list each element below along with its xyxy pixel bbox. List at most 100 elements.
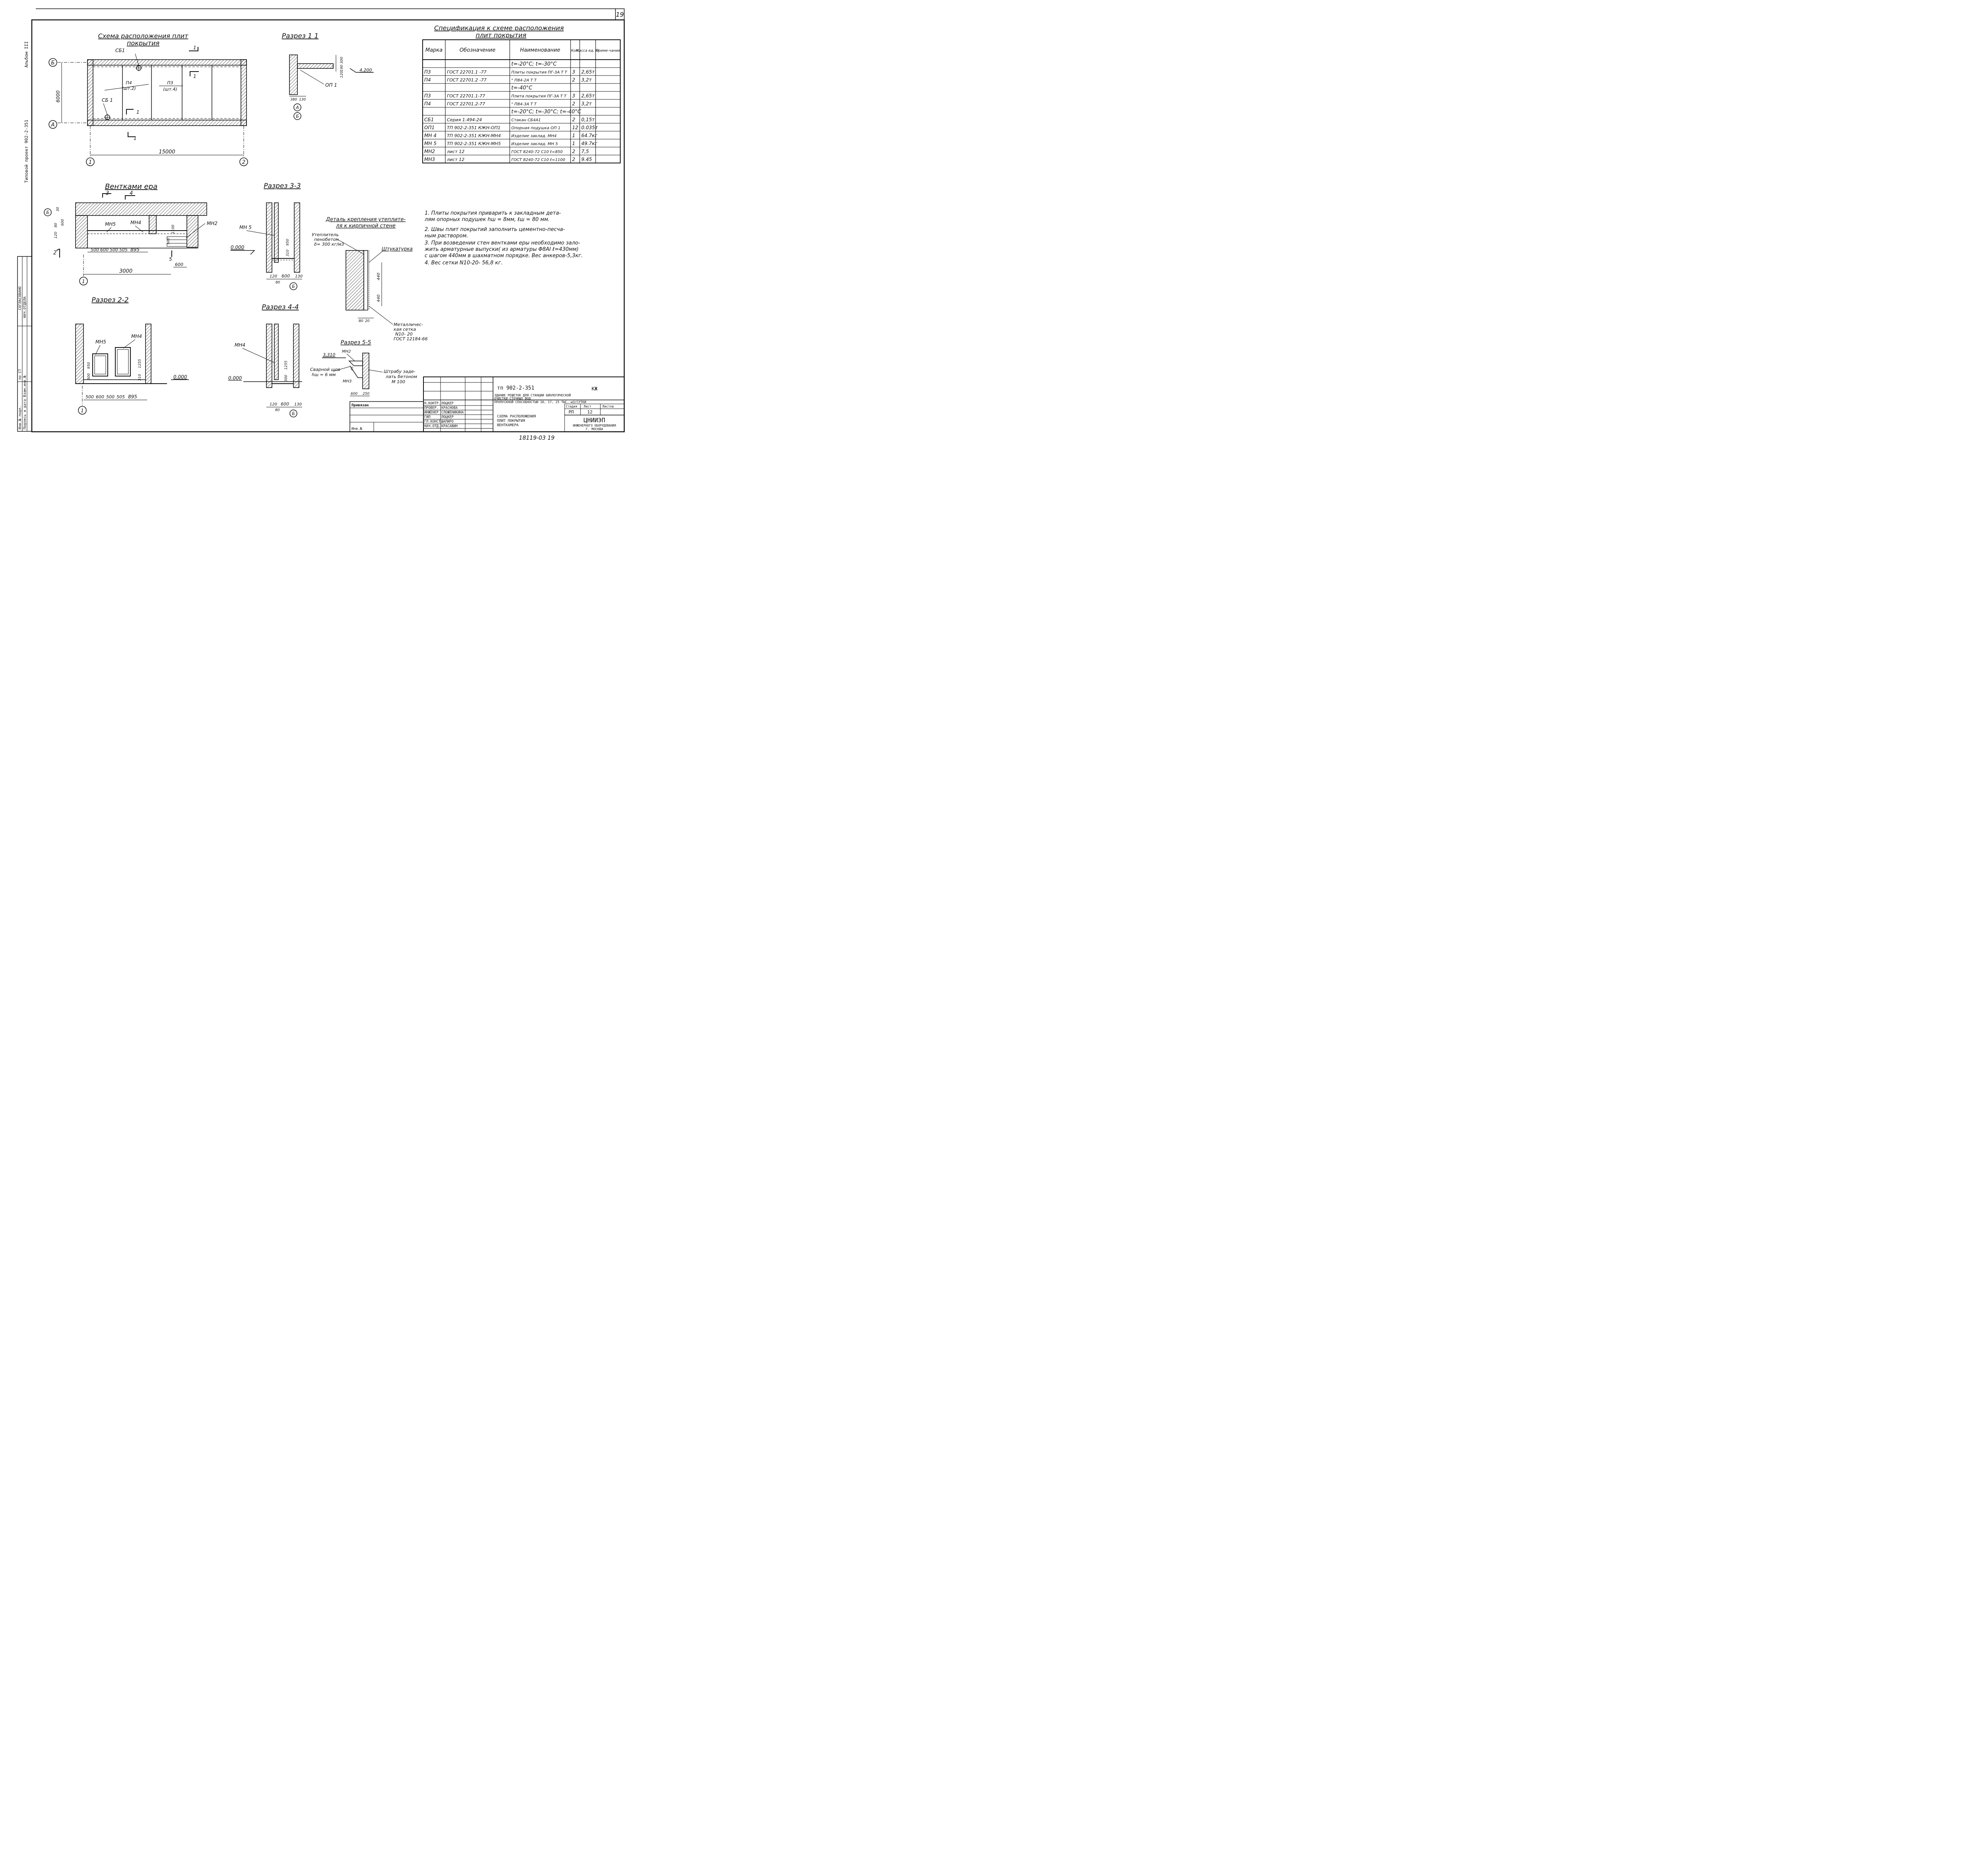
spec-cell-2-1: ГОСТ 22701.2 -77	[447, 78, 487, 83]
vk-dim-30: 30	[56, 207, 60, 212]
left-stamp	[17, 256, 32, 432]
s11-dim-300: 300	[340, 57, 344, 64]
tb-sheets-h: Листов	[602, 405, 614, 408]
s44-mn4: МН4	[235, 342, 245, 348]
left-margin: Типовой проект 902-2-351 Альбом III СОГЛ…	[17, 41, 32, 432]
s44-dim-2: 130	[294, 402, 302, 407]
s55-mn3: МН3	[343, 379, 352, 384]
s22-dimb-1: 600	[96, 394, 104, 400]
detail-insul-2: пенобетон	[314, 237, 339, 242]
plan-axis-b: Б	[51, 60, 55, 66]
detail-plaster: Штукатурка	[382, 246, 413, 252]
vk-dimb-2: 500	[110, 247, 118, 252]
s44-axis: Б	[292, 411, 295, 416]
spec-cell-10-0: МН 5	[424, 141, 437, 146]
section-2-2: Разрез 2-2 МН5 МН4 950 1255 300 310 0.00…	[75, 296, 189, 415]
plan-title-2: покрытия	[127, 39, 159, 47]
vk-cut-3: 3	[106, 190, 109, 196]
note-line-2: 2. Швы плит покрытий заполнить цементно-…	[425, 227, 565, 233]
spec-cell-4-4: 2,65т	[581, 93, 595, 99]
spec-cell-10-4: 49.7кг	[581, 141, 598, 146]
tb-stage-h: Стадия	[566, 405, 577, 408]
plan-cut-1-bottom: 1	[136, 109, 140, 115]
vk-axis-1: 1	[82, 279, 85, 284]
s44-dim-0: 120	[270, 402, 277, 407]
section-33-title: Разрез 3-3	[264, 182, 301, 190]
detail-mesh-3: N10- 20	[395, 332, 413, 337]
tb-org-2: ИНЖЕНЕРНОГО ОБОРУДОВАНИЯ	[573, 424, 616, 427]
spec-cell-4-2: Плита покрытия ПГ-3А Т Т	[511, 94, 567, 99]
section-3-3: Разрез 3-3 МН 5 950 310 0.000 120 600 13…	[231, 182, 303, 290]
detail-dim-440b: 440	[377, 295, 381, 302]
detail-mesh-4: ГОСТ 12184-66	[394, 336, 428, 342]
s44-dim-1: 600	[281, 402, 289, 407]
spec-cell-9-2: Изделие заклад. МН4	[511, 134, 557, 138]
spec-cell-9-1: ТП 902-2-351 КЖН-МН4	[447, 133, 501, 138]
tb-sheet-h: Лист	[584, 405, 591, 408]
spec-cell-11-4: 7,5	[581, 149, 589, 154]
tb-staff-name-0: ЛОЦКЕР	[441, 402, 454, 406]
spec-cell-12-1: лист 12	[447, 157, 464, 162]
spec-header-1: Обозначение	[460, 47, 495, 53]
s55-groove-3: М 100	[392, 379, 405, 384]
plan-cut-1-top: 1	[193, 45, 196, 50]
section-11-title: Разрез 1 1	[282, 32, 318, 40]
tb-project-code: тп 902-2-351	[497, 385, 534, 391]
spec-cell-7-2: Стакан СБ4А1	[511, 118, 541, 122]
spec-cell-8-0: ОП1	[424, 125, 435, 130]
margin-project-title: Типовой проект 902-2-351	[24, 120, 29, 183]
vk-dim-600b: 600	[175, 262, 183, 267]
s33-dim-80: 80	[276, 281, 280, 285]
spec-cell-7-1: Серия 1.494-24	[447, 117, 482, 122]
spec-cell-7-0: СБ1	[424, 117, 434, 122]
spec-cell-5-1: ГОСТ 22701.2-77	[447, 101, 485, 107]
vk-dimb-1: 600	[100, 247, 109, 252]
vk-dim-500v: 500	[167, 238, 171, 244]
s44-dim-80: 80	[275, 408, 280, 412]
spec-cell-2-4: 3,2т	[581, 77, 592, 83]
tb-staff-role-2: ИНЖЕНЕР	[424, 411, 439, 415]
tb-building-3: ПРОПУСКНОЙ СПОСОБНОСТЬЮ 10, 17, 25 ТЫС. …	[494, 400, 586, 404]
title-block: тп 902-2-351 КЖ ЗДАНИЕ РЕШЕТОК ДЛЯ СТАНЦ…	[349, 376, 625, 432]
tb-staff-name-1: КРАСНОВА	[441, 406, 458, 410]
spec-cell-1-1: ГОСТ 22701.1 -77	[447, 70, 487, 75]
vk-axis-b: Б	[46, 210, 49, 215]
s55-dim-250: 250	[363, 392, 369, 396]
spec-cell-9-0: МН 4	[424, 133, 437, 138]
s22-mn4: МН4	[131, 334, 142, 339]
section-1-1: Разрез 1 1 300 190 120 4.200 ОП 1 380 13…	[282, 32, 374, 120]
s55-groove-1: Штрабу заде-	[384, 369, 415, 374]
bottom-code: 18119-03 19	[519, 435, 555, 441]
spec-cell-5-4: 3,2т	[581, 101, 592, 107]
s22-axis: 1	[81, 408, 84, 413]
tb-sheet: 12	[587, 409, 592, 415]
plan-view: Схема расположения плит покрытия СБ1 СБ …	[49, 32, 248, 166]
plan-cut-1-a: 1	[193, 74, 196, 79]
spec-cell-4-1: ГОСТ 22701.1-77	[447, 93, 485, 99]
s33-axis: Б	[292, 284, 295, 289]
vk-mn4: МН4	[130, 220, 141, 225]
s22-dim-310: 310	[138, 374, 142, 381]
spec-cell-2-3: 2	[572, 77, 575, 83]
s22-dim-300: 300	[87, 373, 91, 380]
plan-p3-label: П3	[167, 80, 173, 85]
tb-staff-role-1: ПРОВЕР.	[424, 406, 439, 410]
spec-cell-12-0: МН3	[424, 157, 435, 162]
tb-stage: РП	[569, 409, 574, 415]
tb-drawing-1: СХЕМА РАСПОЛОЖЕНИЯ	[497, 415, 536, 419]
spec-cell-0-2: t=-20°C; t=-30°C	[511, 61, 557, 67]
note-line-5: жить арматурные выпуски( из арматуры Φ8А…	[424, 246, 579, 252]
section-5-5: Разрез 5-5 3,310 МН2 МН3 Сварной шов hш …	[310, 340, 417, 396]
plan-title-1: Схема расположения плит	[98, 32, 188, 40]
detail-dim-440a: 440	[377, 273, 381, 280]
spec-cell-1-4: 2,65т	[581, 69, 595, 75]
spec-title-1: Спецификация к схеме расположения	[434, 24, 564, 32]
vk-dim-120: 120	[54, 232, 58, 239]
spec-cell-10-3: 1	[572, 141, 575, 146]
s11-op1: ОП 1	[325, 82, 337, 88]
spec-header-3: Кол.	[571, 49, 579, 53]
spec-cell-11-0: МН2	[424, 149, 435, 154]
spec-cell-9-4: 64.7кг	[581, 133, 598, 138]
s22-mn5: МН5	[95, 339, 106, 345]
